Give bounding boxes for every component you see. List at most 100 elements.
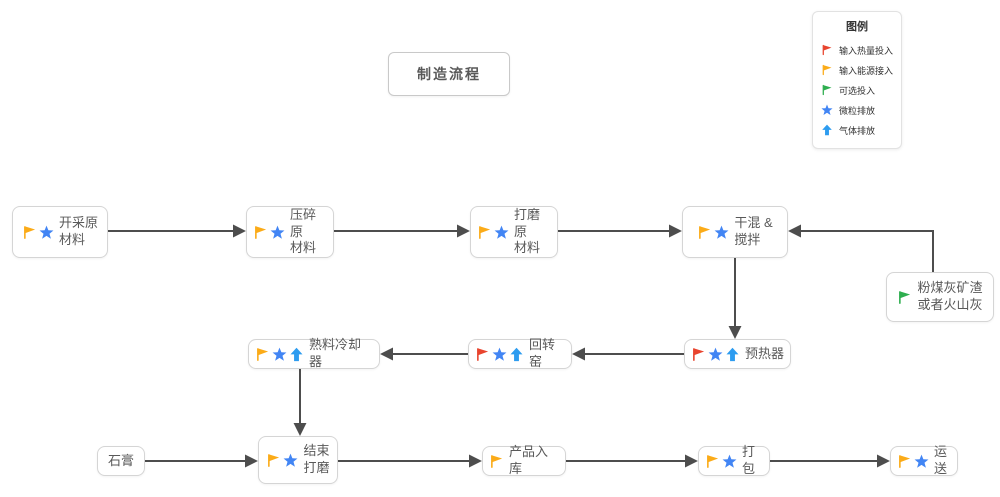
legend-item-optional-flag: 可选投入 (821, 80, 893, 100)
legend-item-label: 气体排放 (839, 125, 876, 136)
node-label-line: 打磨原 (514, 206, 541, 239)
node-label-line: 运送 (934, 444, 948, 476)
energy-flag-icon (257, 347, 269, 361)
optional-flag-icon (822, 84, 832, 96)
energy-flag-icon (822, 64, 832, 76)
legend-item-label: 微粒排放 (839, 105, 876, 116)
node-label-line: 预热器 (745, 345, 785, 361)
energy-flag-icon (255, 225, 267, 239)
node-label: 石膏 (108, 453, 134, 470)
node-label-line: 材料 (58, 232, 85, 247)
legend-item-energy-flag: 输入能源接入 (821, 60, 893, 80)
node-icons (697, 225, 729, 240)
gas-arrow-icon (510, 347, 523, 361)
node-label-line: 打包 (742, 444, 756, 476)
energy-flag-icon (268, 453, 280, 467)
node-label: 粉煤灰矿渣或者火山灰 (917, 280, 982, 314)
node-label-line: 打磨 (303, 460, 330, 475)
node-label-line: 粉煤灰矿渣 (917, 280, 983, 296)
node-label: 结束打磨 (303, 443, 329, 477)
legend-items: 输入热量投入输入能源接入可选投入微粒排放气体排放 (821, 40, 893, 140)
node-icons (705, 454, 737, 469)
edge-fly-ash-slag-pozzolan-to-dry-mix-stir (788, 224, 934, 272)
particulate-star-icon (272, 347, 287, 361)
node-icons (255, 347, 304, 362)
particulate-star-icon (714, 225, 729, 239)
node-preheater[interactable]: 预热器 (684, 339, 791, 369)
node-rotary-kiln[interactable]: 回转窑 (468, 337, 572, 371)
heat-flag-icon (477, 347, 489, 361)
node-label-line: 产品入库 (509, 444, 549, 476)
particulate-star-icon (284, 453, 298, 467)
node-icons (897, 454, 929, 469)
node-gypsum[interactable]: 石膏 (97, 446, 145, 476)
node-icons (266, 453, 298, 468)
legend-title: 图例 (846, 21, 868, 33)
node-label-line: 干混 & (734, 215, 773, 231)
node-label: 压碎原材料 (290, 207, 327, 258)
particulate-star-icon (821, 104, 833, 115)
particulate-star-icon (722, 454, 737, 468)
energy-flag-icon (699, 225, 711, 239)
legend-item-gas-arrow: 气体排放 (821, 120, 893, 140)
node-icons (253, 225, 285, 240)
energy-flag-icon (479, 225, 491, 239)
node-label: 回转窑 (529, 337, 565, 371)
node-icons (691, 347, 740, 362)
legend-item-label: 输入热量投入 (838, 45, 893, 56)
node-label-line: 搅拌 (734, 232, 761, 247)
node-label: 打包 (742, 444, 763, 478)
node-finish-grinding[interactable]: 结束打磨 (258, 436, 338, 484)
node-label-line: 结束 (303, 443, 330, 459)
optional-flag-icon (899, 290, 911, 304)
particulate-star-icon (914, 454, 929, 468)
node-crush-raw-material[interactable]: 压碎原材料 (246, 206, 334, 258)
node-label-line: 压碎原 (290, 206, 317, 239)
energy-flag-icon (491, 454, 503, 468)
node-label: 打磨原材料 (514, 207, 551, 258)
node-clinker-cooler[interactable]: 熟料冷却器 (248, 337, 380, 371)
node-icons (22, 225, 54, 240)
node-label: 运送 (934, 444, 951, 478)
node-label: 预热器 (745, 346, 784, 363)
node-shipping[interactable]: 运送 (890, 444, 958, 478)
particulate-star-icon (270, 225, 285, 239)
particulate-star-icon (494, 225, 509, 239)
node-label: 产品入库 (509, 444, 559, 478)
heat-flag-icon (693, 347, 705, 361)
energy-flag-icon (24, 225, 36, 239)
node-grind-raw-material[interactable]: 打磨原材料 (470, 206, 558, 258)
node-label-line: 开采原 (58, 215, 98, 231)
gas-arrow-icon (822, 124, 832, 136)
node-icons (489, 454, 504, 469)
node-icons (897, 290, 912, 305)
legend-panel: 图例 输入热量投入输入能源接入可选投入微粒排放气体排放 (812, 11, 902, 149)
node-product-warehouse[interactable]: 产品入库 (482, 444, 566, 478)
node-label-line: 材料 (514, 240, 541, 256)
node-label-line: 熟料冷却器 (309, 337, 362, 369)
node-label-line: 回转窑 (529, 337, 556, 369)
node-icons (475, 347, 524, 362)
legend-item-label: 输入能源接入 (838, 65, 893, 76)
node-packing[interactable]: 打包 (698, 444, 770, 478)
node-icons (477, 225, 509, 240)
diagram-title-box[interactable]: 制造流程 (388, 52, 510, 96)
node-label: 熟料冷却器 (309, 337, 373, 371)
node-label-line: 石膏 (107, 452, 134, 468)
node-label: 干混 &搅拌 (734, 215, 772, 249)
legend-item-label: 可选投入 (839, 85, 876, 96)
energy-flag-icon (899, 454, 911, 468)
gas-arrow-icon (290, 347, 303, 361)
diagram-title-text: 制造流程 (417, 66, 481, 82)
node-mine-raw-material[interactable]: 开采原材料 (12, 206, 108, 258)
particulate-star-icon (708, 347, 723, 361)
heat-flag-icon (822, 44, 832, 56)
node-label-line: 材料 (290, 240, 317, 256)
energy-flag-icon (707, 454, 719, 468)
node-dry-mix-stir[interactable]: 干混 &搅拌 (682, 206, 788, 258)
particulate-star-icon (492, 347, 507, 361)
node-label-line: 或者火山灰 (917, 297, 983, 312)
node-fly-ash-slag-pozzolan[interactable]: 粉煤灰矿渣或者火山灰 (886, 272, 994, 322)
legend-item-heat-flag: 输入热量投入 (821, 40, 893, 60)
